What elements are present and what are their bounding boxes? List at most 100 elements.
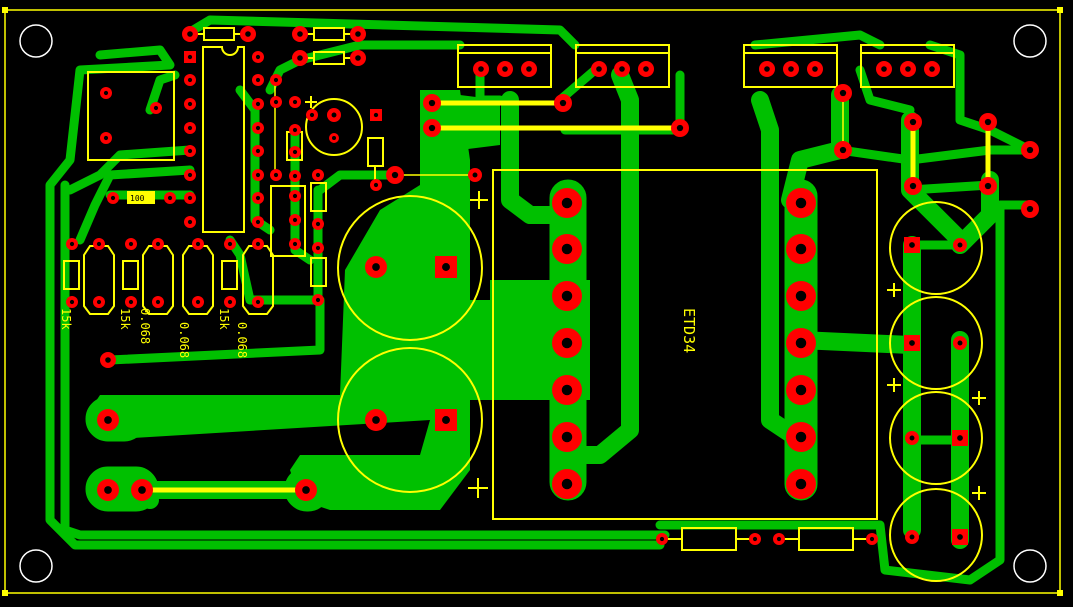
cap1-pad-neg-drill: [372, 263, 380, 271]
rc-bot-6-drill: [227, 299, 233, 305]
trace-ic-pins: [65, 145, 195, 195]
conn4-pin-1-drill: [881, 66, 887, 72]
trace-left-outer: [45, 45, 665, 550]
corner-marker-bl: [2, 590, 8, 596]
cap-2-plus: [468, 478, 488, 498]
resistor-r2: [122, 260, 139, 290]
ic-right-pin-3-drill: [255, 101, 261, 107]
trace-left-outer-2: [60, 180, 670, 540]
transformer-pad-right-1-drill: [795, 197, 807, 209]
ic-right-pin-2-drill: [255, 77, 261, 83]
rt3-a-drill: [297, 55, 303, 61]
right-plus-2: [887, 378, 901, 392]
transformer-pad-left-4-drill: [561, 337, 573, 349]
conn3-pin-3-drill: [812, 66, 818, 72]
rt2-a-drill: [297, 31, 303, 37]
ic-right-pin-6-drill: [255, 172, 261, 178]
ic-left-pin-8-drill: [187, 219, 193, 225]
right-plus-1: [887, 283, 901, 297]
resistor-r3: [221, 260, 238, 290]
small-cap: [305, 98, 363, 156]
resistor-r1: [63, 260, 80, 290]
label-r2: 15k: [118, 308, 132, 330]
pad-913-122-drill: [909, 118, 917, 126]
rcap2-neg-drill: [957, 340, 963, 346]
small-cap-pad-2-drill: [309, 112, 315, 118]
mid-col-pad-4-drill: [292, 173, 298, 179]
right-cap-2: [889, 296, 983, 390]
transformer-pad-left-6-drill: [561, 431, 573, 443]
jumper1-a-drill: [428, 99, 436, 107]
corner-marker-tr: [1057, 7, 1063, 13]
pad-843-150-drill: [839, 146, 847, 154]
mid-res-pad-4-drill: [315, 297, 321, 303]
transformer-pad-right-7-drill: [795, 478, 807, 490]
mid-col-pad-5-drill: [292, 193, 298, 199]
copper-pour-left-cap: [90, 90, 560, 510]
transformer-pad-left-1-drill: [561, 197, 573, 209]
rc-top-1-drill: [69, 241, 75, 247]
conn2-pin-1-drill: [596, 66, 602, 72]
rc-top-6-drill: [227, 241, 233, 247]
trace-right-spur: [791, 331, 919, 354]
right-cap-3: [889, 391, 983, 485]
ic-left-pin-2-drill: [187, 77, 193, 83]
rc-bot-2-drill: [96, 299, 102, 305]
electrolytic-cap-1: [337, 195, 483, 341]
transformer-pad-right-4-drill: [795, 337, 807, 349]
ic-right-pin-1-drill: [255, 54, 261, 60]
resistor-top-1: [203, 27, 235, 41]
cap2-pad-pos-drill: [442, 416, 450, 424]
mounting-hole-tr: [1013, 24, 1047, 58]
conn4-pin-2-drill: [905, 66, 911, 72]
pad-lower-left-1-drill: [104, 416, 112, 424]
pad-988-186-drill: [984, 182, 992, 190]
pad-913-186-drill: [909, 182, 917, 190]
mid-col-pad-3-drill: [292, 149, 298, 155]
rc-bot-4-drill: [155, 299, 161, 305]
resistor-small-marker: 100: [130, 194, 145, 203]
rcap3-pos-drill: [957, 435, 963, 441]
transformer-pad-left-2-drill: [561, 243, 573, 255]
ic-pin-1-drill: [187, 54, 193, 60]
right-cap-4: [889, 488, 983, 582]
ic-left-pin-5-drill: [187, 148, 193, 154]
rc-top-5-drill: [195, 241, 201, 247]
pad-276-175-drill: [273, 172, 279, 178]
trace-to-caps: [105, 235, 325, 365]
cap-1-plus: [470, 191, 488, 209]
conn1-pin-1-drill: [478, 66, 484, 72]
transformer-pad-right-2-drill: [795, 243, 807, 255]
resistor-v-2: [310, 182, 327, 212]
ic-left-pin-4-drill: [187, 125, 193, 131]
transformer-pad-right-6-drill: [795, 431, 807, 443]
connector-1: [457, 44, 552, 88]
mounting-hole-bl: [19, 549, 53, 583]
rc-top-3-drill: [128, 241, 134, 247]
rcap1-neg-drill: [957, 242, 963, 248]
trace-mid-top: [475, 65, 505, 105]
rcap2-pos-drill: [909, 340, 915, 346]
mid-res-pad-3-drill: [315, 245, 321, 251]
trace-top-loop-2: [295, 40, 465, 65]
rs-b-drill: [167, 195, 173, 201]
right-plus-4: [972, 486, 986, 500]
trace-right-bus-2: [905, 180, 995, 195]
ic-outline: [202, 46, 245, 233]
jumper6-a-drill: [391, 171, 399, 179]
trace-ic-pins-2: [75, 165, 195, 245]
pad-276-102-drill: [273, 99, 279, 105]
trace-right-top-2: [750, 30, 885, 50]
small-cap-plus: [305, 96, 317, 108]
pad-left-mid-drill: [105, 357, 111, 363]
rc-bot-5-drill: [195, 299, 201, 305]
mid-res-pad-1-drill: [315, 172, 321, 178]
mid-col-pad-6-drill: [292, 217, 298, 223]
transformer-pad-right-3-drill: [795, 290, 807, 302]
pad-988-122-drill: [984, 118, 992, 126]
rc-bot-3-drill: [128, 299, 134, 305]
ic-left-pin-7-drill: [187, 195, 193, 201]
conn3-pin-2-drill: [788, 66, 794, 72]
transformer-label: ETD34: [680, 308, 698, 353]
